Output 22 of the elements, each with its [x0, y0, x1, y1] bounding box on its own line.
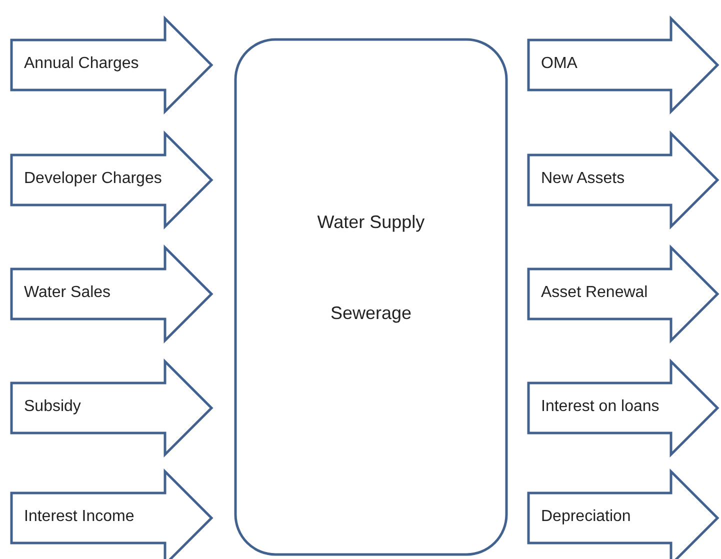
arrow-label: Interest on loans — [541, 398, 660, 416]
block-arrow-node — [527, 17, 719, 113]
block-arrow-node — [10, 360, 213, 456]
arrow-label: New Assets — [541, 170, 625, 188]
arrow-label: Interest Income — [24, 508, 134, 526]
block-arrow-node — [10, 17, 213, 113]
arrow-label: OMA — [541, 55, 578, 73]
block-arrow-node — [10, 246, 213, 342]
arrow-label: Water Sales — [24, 284, 111, 302]
block-arrow-node — [527, 470, 719, 559]
block-arrow-node — [527, 246, 719, 342]
block-arrow-node — [10, 470, 213, 559]
arrow-label: Developer Charges — [24, 170, 162, 188]
arrow-label: Asset Renewal — [541, 284, 648, 302]
block-arrow-node — [527, 132, 719, 228]
box-label: Water Supply — [316, 212, 426, 233]
arrow-label: Annual Charges — [24, 55, 139, 73]
arrow-label: Depreciation — [541, 508, 631, 526]
box-label: Sewerage — [329, 303, 413, 324]
block-arrow-node — [527, 360, 719, 456]
block-arrow-node — [10, 132, 213, 228]
arrow-label: Subsidy — [24, 398, 81, 416]
